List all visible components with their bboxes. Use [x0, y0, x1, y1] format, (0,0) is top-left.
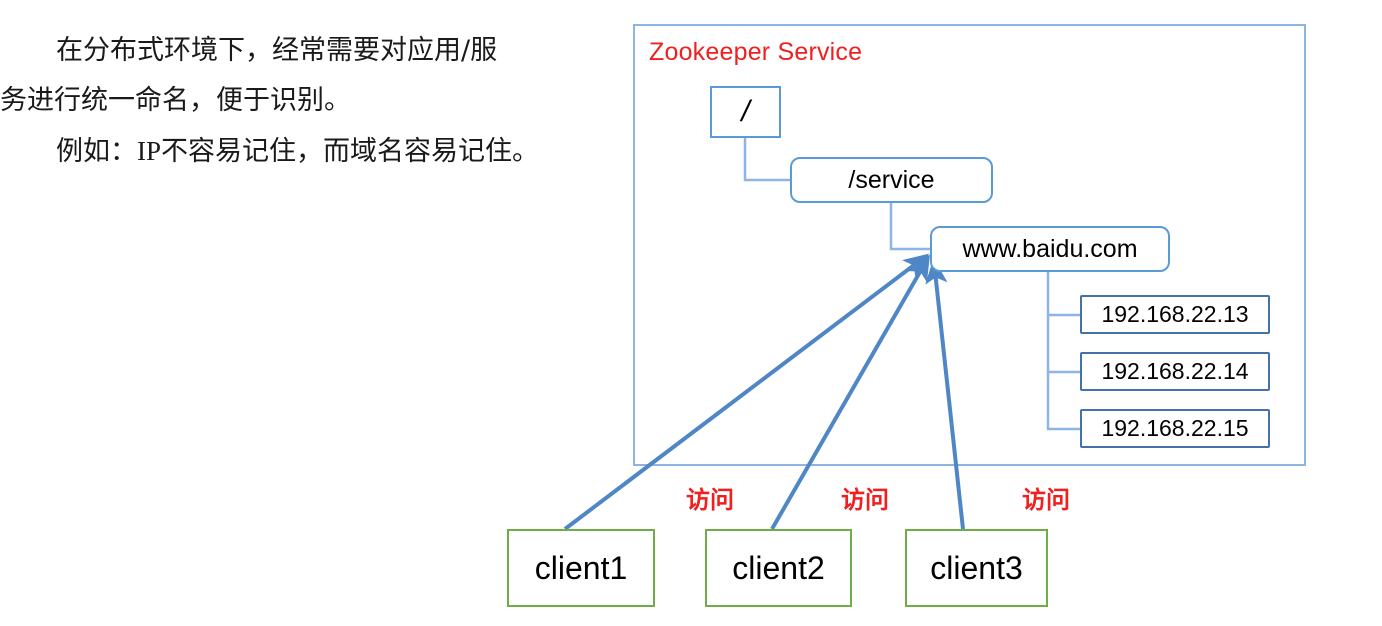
access-label: 访问	[841, 488, 889, 514]
client-node[interactable]: client1	[507, 529, 655, 607]
explanation-line-3: 例如：IP不容易记住，而域名容易记住。	[0, 126, 600, 177]
explanation-line-2: 务进行统一命名，便于识别。	[0, 76, 600, 126]
znode-ip-address[interactable]: 192.168.22.14	[1080, 352, 1270, 391]
znode-service[interactable]: /service	[790, 157, 993, 203]
explanation-line-1-text: 在分布式环境下，经常需要对应用/服	[56, 35, 498, 66]
znode-ip-address[interactable]: 192.168.22.15	[1080, 409, 1270, 448]
explanation-text-block: 在分布式环境下，经常需要对应用/服 务进行统一命名，便于识别。 例如：IP不容易…	[0, 26, 600, 177]
access-label: 访问	[686, 488, 734, 514]
access-label: 访问	[1022, 488, 1070, 514]
explanation-line-2-text: 务进行统一命名，便于识别。	[0, 85, 351, 116]
client-node[interactable]: client3	[905, 529, 1048, 607]
client-node[interactable]: client2	[705, 529, 852, 607]
explanation-line-1: 在分布式环境下，经常需要对应用/服	[0, 26, 600, 76]
explanation-line-3-suffix: 不容易记住，而域名容易记住。	[161, 136, 540, 167]
zookeeper-service-title: Zookeeper Service	[649, 38, 863, 66]
znode-ip-address[interactable]: 192.168.22.13	[1080, 295, 1270, 334]
znode-domain[interactable]: www.baidu.com	[930, 226, 1170, 272]
explanation-line-3-prefix: 例如：	[56, 136, 137, 167]
explanation-line-3-serif-term: IP	[137, 136, 162, 166]
znode-root[interactable]: /	[710, 86, 781, 138]
